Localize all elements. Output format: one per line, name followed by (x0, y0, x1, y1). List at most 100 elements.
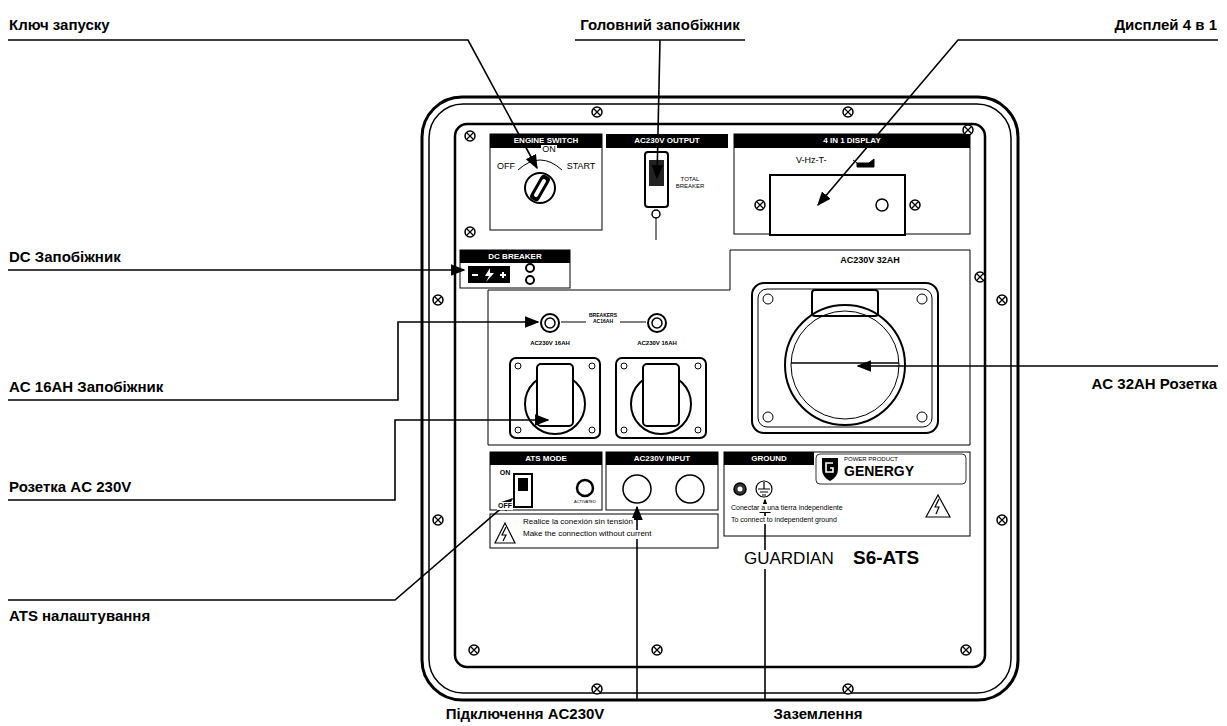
screw-symbol (843, 107, 853, 117)
screw-symbol (845, 686, 851, 692)
screw-symbol (912, 202, 918, 208)
panel-header: GROUND (724, 452, 814, 465)
ats-switch-symbol (577, 480, 593, 496)
screw-symbol (433, 515, 443, 525)
screw-symbol (652, 645, 662, 655)
screw-symbol (997, 295, 1007, 305)
section-outline (724, 452, 970, 536)
screw-symbol (465, 131, 475, 141)
screw-symbol (977, 274, 983, 280)
ats-switch-symbol (518, 478, 528, 491)
panel-header: ATS MODE (490, 452, 602, 465)
leader-line (8, 322, 538, 400)
screw-symbol (910, 200, 920, 210)
ground-note: Conectar a una tierra independiente (730, 504, 844, 512)
warning-triangle (495, 523, 515, 543)
socket-rating: AC230V 32AH (839, 256, 901, 266)
screw-symbol (433, 295, 443, 305)
screw-symbol (997, 295, 1007, 305)
screw-symbol (910, 200, 920, 210)
panel-frame (455, 124, 985, 667)
screw-symbol (433, 107, 1007, 694)
ac16-socket-symbol (537, 364, 573, 426)
ac16-breaker-symbol (620, 322, 646, 323)
screw-symbol (997, 515, 1007, 525)
warning-triangle (502, 527, 506, 541)
ground-terminal (756, 481, 772, 497)
ats-switch-symbol (514, 474, 532, 507)
header-text: GROUND (751, 452, 787, 465)
ac16-breaker-symbol (545, 318, 555, 328)
genergy-logo (826, 463, 833, 472)
panel-header: AC230V OUTPUT (606, 134, 728, 148)
battery-icon (526, 276, 534, 284)
screw-symbol (465, 227, 475, 237)
leader-line (657, 40, 660, 178)
genergy-logo (816, 454, 966, 484)
screw-symbol (594, 109, 600, 115)
leader-line (818, 40, 1218, 205)
ac32-socket-symbol (812, 290, 878, 316)
socket-rating: AC230V 16AH (636, 340, 678, 347)
ac32-socket-symbol (917, 294, 927, 304)
header-text: AC230V INPUT (634, 452, 690, 465)
panel-frame (422, 97, 1018, 700)
callout-label: Розетка AC 230V (8, 479, 132, 496)
battery-icon (472, 274, 478, 276)
socket-rating: AC230V 16AH (529, 340, 571, 347)
screw-symbol (999, 297, 1005, 303)
section-outline (490, 514, 718, 548)
total-breaker-symbol (652, 210, 660, 218)
ac-input-socket (676, 475, 704, 503)
leader-line (8, 420, 548, 500)
screw-symbol (469, 645, 479, 655)
switch-position: ON (541, 145, 557, 155)
callout-label: Головний запобіжник (579, 17, 741, 34)
screw-symbol (997, 515, 1007, 525)
header-text: AC230V OUTPUT (634, 134, 699, 148)
ground-terminal (738, 487, 743, 492)
leader-line (8, 499, 512, 600)
breaker-text: TOTAL BREAKER (672, 176, 708, 189)
screw-symbol (467, 133, 473, 139)
screw-symbol (594, 686, 600, 692)
engine-switch-knob (529, 173, 552, 202)
ac16-socket-symbol (621, 363, 627, 369)
leader-line (8, 269, 464, 271)
callout-label: Ключ запуску (8, 17, 111, 34)
genergy-logo (816, 454, 966, 484)
panel-header: DC BREAKER (460, 250, 570, 263)
screw-symbol (469, 645, 479, 655)
panel-header: 4 IN 1 DISPLAY (734, 134, 970, 148)
breaker-text: BREAKERS AC16AH (587, 313, 619, 324)
battery-icon (526, 264, 534, 272)
screw-symbol (843, 107, 853, 117)
brand-tagline: POWER PRODUCT (843, 456, 899, 463)
section-outline (734, 134, 970, 234)
engine-switch-knob (533, 178, 546, 197)
ac16-socket-symbol (515, 363, 521, 369)
battery-icon (485, 268, 494, 282)
indicator-text: ACTIVATED (573, 500, 597, 504)
screw-symbol (465, 131, 475, 141)
section-outline (488, 250, 970, 445)
ac32-socket-symbol (758, 289, 932, 427)
screw-symbol (843, 684, 853, 694)
battery-icon (468, 266, 510, 283)
leader-line (764, 500, 766, 700)
battery-icon (468, 264, 534, 284)
section-outline (490, 134, 602, 230)
ground-terminal (734, 483, 746, 495)
switch-position: START (566, 162, 597, 172)
callout-label: DC Запобіжник (8, 249, 122, 266)
header-text: DC BREAKER (488, 250, 541, 263)
screw-symbol (465, 227, 475, 237)
warning-text: Make the connection without current (522, 530, 653, 539)
display-symbol (770, 175, 905, 235)
ac16-socket-symbol (589, 427, 595, 433)
screw-symbol (975, 272, 985, 282)
screw-symbol (467, 229, 473, 235)
panel-frame (422, 97, 1018, 700)
ac32-socket-symbol (752, 283, 938, 433)
